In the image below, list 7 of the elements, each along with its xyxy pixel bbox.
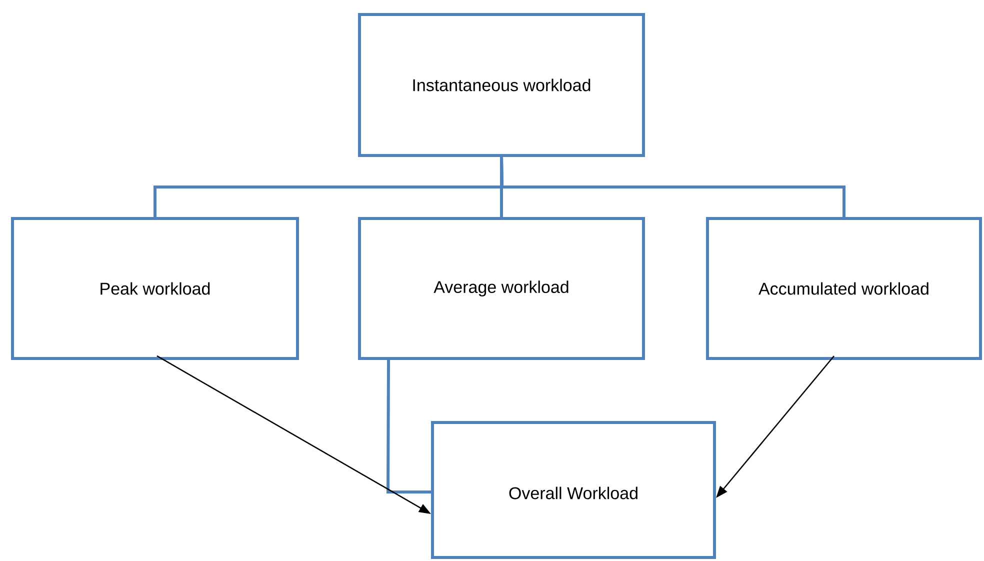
process-box: Instantaneous workload — [358, 13, 645, 157]
process-box: Overall Workload — [431, 421, 716, 559]
connector-line — [500, 156, 846, 217]
process-box: Peak workload — [11, 217, 299, 360]
process-box: Accumulated workload — [706, 217, 982, 360]
process-box: Average workload — [358, 217, 645, 360]
connector-line — [386, 360, 431, 494]
